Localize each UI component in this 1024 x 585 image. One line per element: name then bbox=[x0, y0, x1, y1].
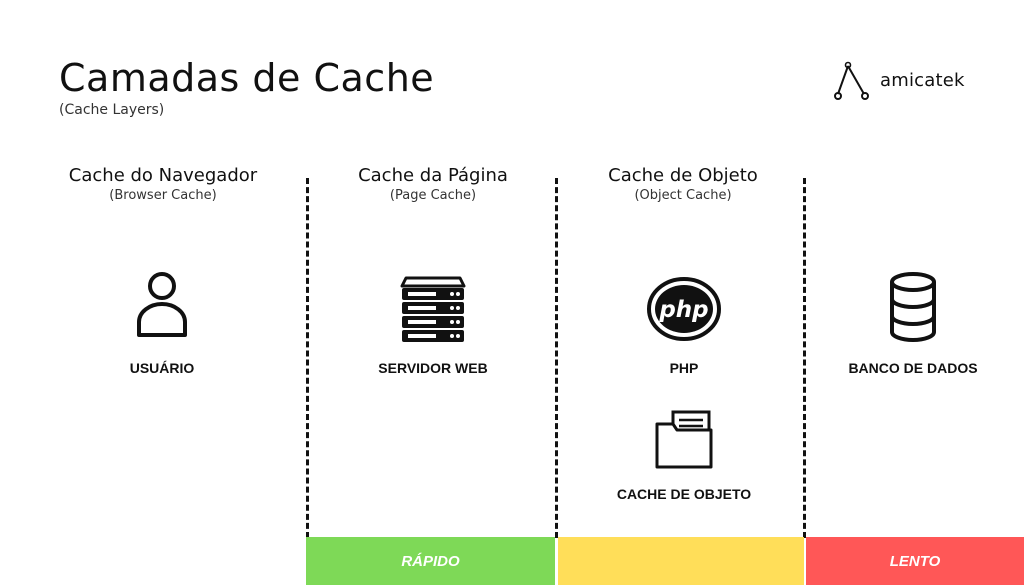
php-logo-text: php bbox=[658, 297, 708, 323]
speed-label-fast: RÁPIDO bbox=[401, 552, 460, 570]
database-icon bbox=[890, 272, 936, 342]
node-label-php: PHP bbox=[669, 360, 699, 376]
brand-name: amicatek bbox=[880, 70, 965, 91]
column-page-cache: Cache da Página (Page Cache) bbox=[333, 165, 533, 203]
column-subtitle: (Browser Cache) bbox=[109, 188, 217, 203]
node-label-object-cache: CACHE DE OBJETO bbox=[616, 486, 752, 502]
user-icon bbox=[137, 272, 187, 337]
php-logo-icon: php bbox=[647, 277, 721, 341]
node-label-user: USUÁRIO bbox=[129, 360, 195, 376]
node-label-database: BANCO DE DADOS bbox=[848, 360, 978, 376]
page-title: Camadas de Cache bbox=[59, 56, 435, 100]
column-title: Cache da Página bbox=[358, 165, 508, 186]
page-subtitle: (Cache Layers) bbox=[59, 102, 165, 118]
column-browser-cache: Cache do Navegador (Browser Cache) bbox=[55, 165, 271, 203]
speed-label-slow: LENTO bbox=[889, 552, 941, 570]
divider-3 bbox=[803, 178, 806, 538]
speed-bar-fast: RÁPIDO bbox=[306, 537, 555, 585]
amicatek-logo-icon bbox=[834, 61, 869, 100]
column-title: Cache do Navegador bbox=[68, 165, 258, 186]
column-object-cache: Cache de Objeto (Object Cache) bbox=[583, 165, 783, 203]
node-label-web-server: SERVIDOR WEB bbox=[378, 360, 488, 376]
folder-icon bbox=[655, 410, 713, 469]
divider-1 bbox=[306, 178, 309, 538]
server-icon bbox=[400, 276, 466, 342]
divider-2 bbox=[555, 178, 558, 538]
column-title: Cache de Objeto bbox=[608, 165, 758, 186]
speed-bar-slow: LENTO bbox=[806, 537, 1024, 585]
column-subtitle: (Page Cache) bbox=[389, 188, 477, 203]
column-subtitle: (Object Cache) bbox=[634, 188, 732, 203]
speed-bar-mid bbox=[558, 537, 804, 585]
